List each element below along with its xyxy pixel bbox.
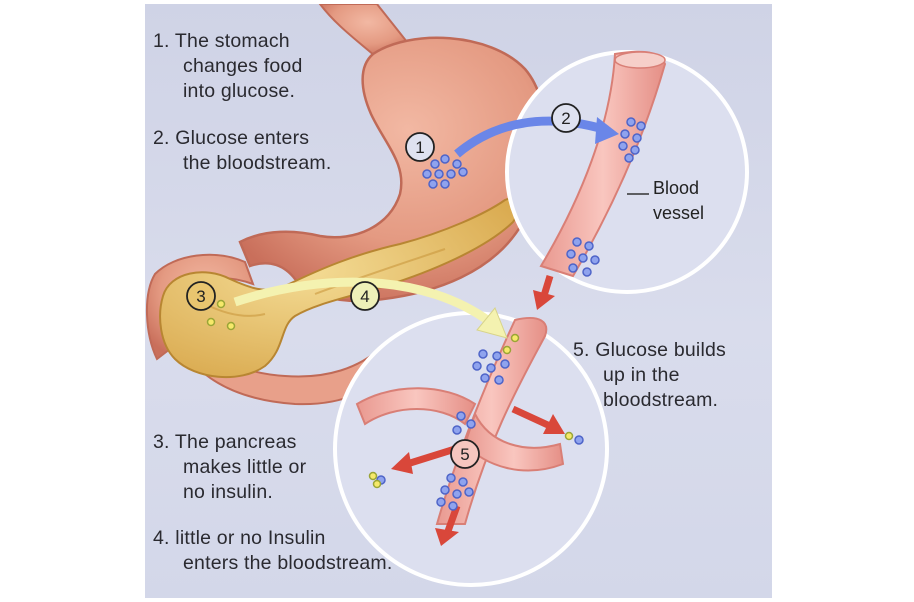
red-arrow-right — [511, 405, 552, 430]
step-3-caption: 3. The pancreas makes little or no insul… — [153, 430, 306, 505]
marker-1-circle — [405, 132, 435, 162]
glucose-arrow-blue — [454, 116, 609, 158]
red-arrow-left — [405, 445, 457, 468]
marker-2-number: 2 — [561, 109, 570, 128]
step-5-line: 5. Glucose builds — [573, 339, 726, 361]
marker-5-number: 5 — [460, 445, 469, 464]
step-2-line: the bloodstream. — [183, 152, 332, 174]
glucose-molecules — [376, 117, 646, 511]
marker-1-number: 1 — [415, 138, 424, 157]
blood-vessel-label-line2: vessel — [653, 203, 704, 223]
upper-magnified-view — [505, 50, 749, 294]
step-3-line: 3. The pancreas — [153, 431, 297, 453]
marker-3-circle — [186, 281, 216, 311]
diagram-panel: 1 2 3 4 5 Blood vessel 1. The stomach ch… — [145, 4, 772, 598]
step-5-line: bloodstream. — [603, 389, 719, 411]
step-1-line: into glucose. — [183, 80, 296, 102]
insulin-molecules — [206, 299, 574, 489]
marker-4-number: 4 — [360, 287, 369, 306]
step-5-line: up in the — [603, 364, 680, 386]
marker-5-circle — [450, 439, 480, 469]
step-2-caption: 2. Glucose enters the bloodstream. — [153, 126, 331, 176]
marker-3-number: 3 — [196, 287, 205, 306]
step-4-caption: 4. little or no Insulin enters the blood… — [153, 526, 392, 576]
red-arrow-down-lower — [443, 504, 461, 536]
step-3-line: makes little or — [183, 456, 307, 478]
step-3-line: no insulin. — [183, 481, 274, 503]
step-2-line: 2. Glucose enters — [153, 127, 310, 149]
step-markers: 1 2 3 4 5 — [186, 103, 581, 469]
marker-2-circle — [551, 103, 581, 133]
step-4-line: enters the bloodstream. — [183, 552, 393, 574]
step-1-caption: 1. The stomach changes food into glucose… — [153, 29, 303, 104]
diabetes-diagram: 1 2 3 4 5 Blood vessel — [146, 4, 749, 587]
marker-4-circle — [350, 281, 380, 311]
step-4-line: 4. little or no Insulin — [153, 527, 326, 549]
step-5-caption: 5. Glucose builds up in the bloodstream. — [573, 338, 726, 413]
step-1-line: 1. The stomach — [153, 30, 290, 52]
blood-vessel-label-line1: Blood — [653, 178, 699, 198]
step-1-line: changes food — [183, 55, 303, 77]
